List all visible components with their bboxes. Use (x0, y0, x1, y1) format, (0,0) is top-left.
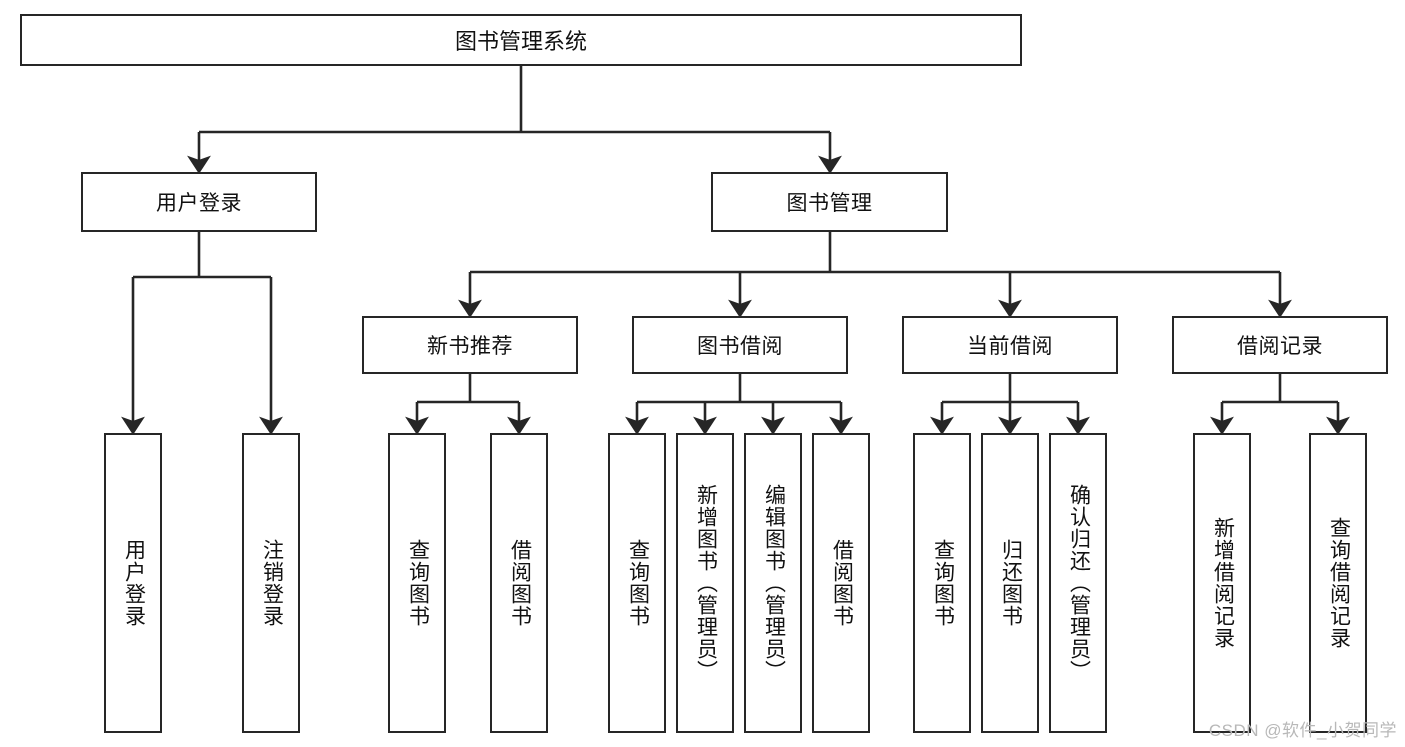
leaf-edit-book-label: 编辑图书（管理员） (762, 484, 786, 682)
node-borrow-record[interactable]: 借阅记录 (1172, 316, 1388, 374)
leaf-add-book-label: 新增图书（管理员） (694, 484, 718, 682)
leaf-add-record-label: 新增借阅记录 (1211, 517, 1235, 649)
leaf-add-book[interactable]: 新增图书（管理员） (676, 433, 734, 733)
leaf-query-book-2-label: 查询图书 (626, 539, 650, 627)
leaf-confirm-return-label: 确认归还（管理员） (1067, 484, 1091, 682)
leaf-query-book-3-label: 查询图书 (931, 539, 955, 627)
leaf-user-login-label: 用户登录 (122, 539, 146, 627)
leaf-user-logout[interactable]: 注销登录 (242, 433, 300, 733)
node-current-borrow-label: 当前借阅 (967, 335, 1053, 358)
leaf-query-book-3[interactable]: 查询图书 (913, 433, 971, 733)
leaf-borrow-book-1[interactable]: 借阅图书 (490, 433, 548, 733)
leaf-query-record-label: 查询借阅记录 (1327, 517, 1351, 649)
watermark: CSDN @软件_小贺同学 (1208, 721, 1397, 740)
leaf-borrow-book-2-label: 借阅图书 (830, 539, 854, 627)
node-book-management-label: 图书管理 (786, 192, 873, 215)
leaf-user-login[interactable]: 用户登录 (104, 433, 162, 733)
leaf-return-book-label: 归还图书 (999, 539, 1023, 627)
node-book-management[interactable]: 图书管理 (711, 172, 948, 232)
node-user-login[interactable]: 用户登录 (81, 172, 317, 232)
node-current-borrow[interactable]: 当前借阅 (902, 316, 1118, 374)
leaf-query-record[interactable]: 查询借阅记录 (1309, 433, 1367, 733)
leaf-query-book-1-label: 查询图书 (406, 539, 430, 627)
leaf-add-record[interactable]: 新增借阅记录 (1193, 433, 1251, 733)
node-book-borrow-label: 图书借阅 (697, 335, 783, 358)
node-new-book-recommend-label: 新书推荐 (427, 335, 513, 358)
leaf-return-book[interactable]: 归还图书 (981, 433, 1039, 733)
leaf-borrow-book-2[interactable]: 借阅图书 (812, 433, 870, 733)
leaf-user-logout-label: 注销登录 (260, 539, 284, 627)
leaf-query-book-1[interactable]: 查询图书 (388, 433, 446, 733)
node-user-login-label: 用户登录 (156, 192, 242, 215)
node-new-book-recommend[interactable]: 新书推荐 (362, 316, 578, 374)
node-book-borrow[interactable]: 图书借阅 (632, 316, 848, 374)
leaf-confirm-return[interactable]: 确认归还（管理员） (1049, 433, 1107, 733)
node-borrow-record-label: 借阅记录 (1237, 335, 1323, 358)
node-root-label: 图书管理系统 (454, 29, 587, 54)
leaf-borrow-book-1-label: 借阅图书 (508, 539, 532, 627)
leaf-edit-book[interactable]: 编辑图书（管理员） (744, 433, 802, 733)
leaf-query-book-2[interactable]: 查询图书 (608, 433, 666, 733)
node-root[interactable]: 图书管理系统 (20, 14, 1022, 66)
